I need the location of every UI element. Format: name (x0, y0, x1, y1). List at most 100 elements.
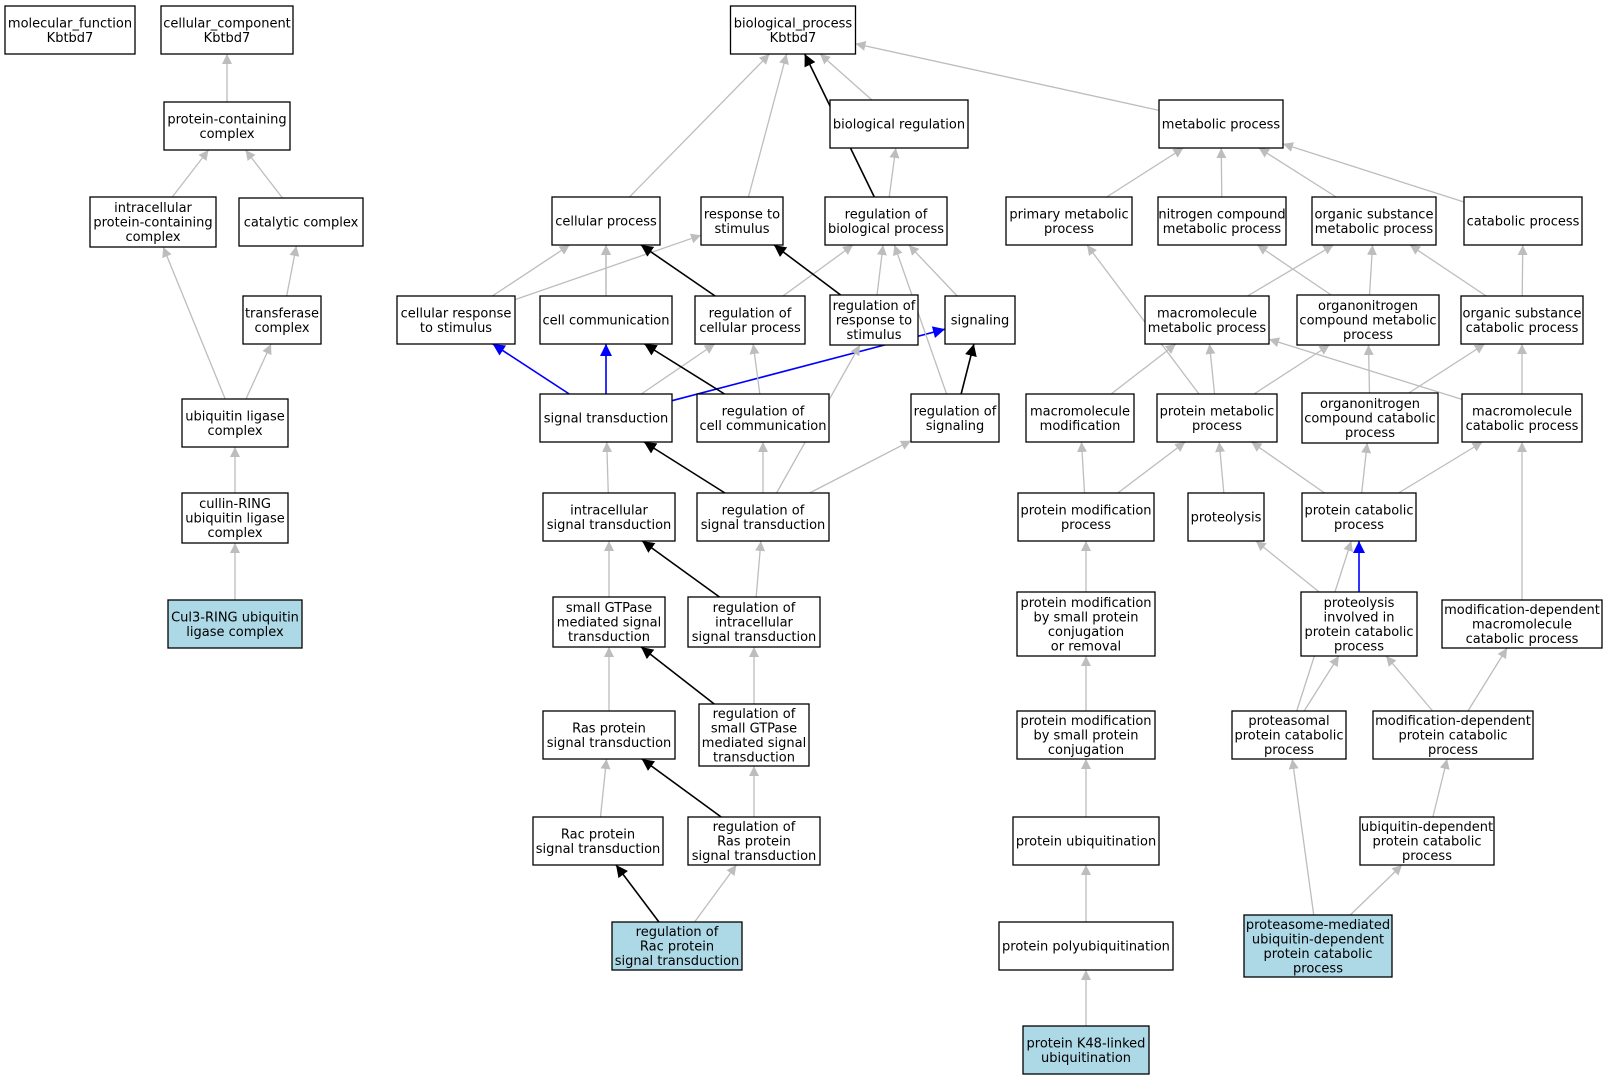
node-label-line: signal transduction (692, 630, 817, 645)
go-term-node-cellp[interactable]: cellular process (551, 196, 661, 246)
node-label-line: proteolysis (1191, 511, 1262, 526)
node-box (181, 398, 289, 448)
edge-st-to-crts (492, 343, 570, 395)
node-label-line: metabolic process (1148, 321, 1267, 336)
go-term-node-breg[interactable]: biological regulation (829, 99, 969, 149)
go-term-node-ccom[interactable]: cell communication (539, 295, 673, 345)
node-label-line: involved in (1323, 610, 1394, 625)
edge-trc-to-catc (286, 245, 300, 297)
edge-pmudp-to-udpcp (1349, 864, 1403, 916)
node-box (1016, 591, 1156, 657)
node-label-line: protein-containing (167, 112, 286, 127)
node-label-line: protein catabolic (1372, 835, 1481, 850)
node-label-line: cellular response (401, 306, 512, 321)
edge-rcp-to-cellp (640, 244, 716, 297)
node-label-line: transferase (245, 306, 319, 321)
node-box (1463, 196, 1583, 246)
node-label-line: process (1264, 743, 1314, 758)
node-box (687, 596, 821, 648)
node-box (1012, 816, 1160, 866)
edge-onccp-to-oncmp (1363, 344, 1374, 394)
node-label-line: Kbtbd7 (204, 31, 251, 46)
go-term-node-st[interactable]: signal transduction (539, 393, 673, 443)
edge-oncmp-to-osmp (1366, 244, 1377, 296)
node-box (1005, 196, 1133, 246)
edge-pmp-to-metp (1106, 147, 1184, 198)
node-box (1441, 599, 1603, 649)
go-term-node-catc[interactable]: catalytic complex (238, 197, 364, 247)
go-term-node-pmudp[interactable]: proteasome-mediatedubiquitin-dependentpr… (1243, 914, 1393, 978)
node-label-line: Rac protein (640, 940, 714, 955)
go-term-node-pubi[interactable]: protein ubiquitination (1012, 816, 1160, 866)
edge-pcp-to-onccp (1361, 442, 1372, 494)
node-box (829, 99, 969, 149)
node-label-line: process (1402, 849, 1452, 864)
node-label-line: small GTPase (711, 721, 797, 736)
go-term-node-metp[interactable]: metabolic process (1158, 99, 1284, 149)
node-box (1016, 710, 1156, 760)
edge-oscp-to-catp (1517, 244, 1528, 297)
node-label-line: to stimulus (420, 321, 492, 336)
edge-crts-to-cellp (492, 244, 570, 297)
edge-prmp-to-pmp (1086, 244, 1200, 395)
node-label-line: ubiquitin ligase (185, 409, 285, 424)
go-term-node-mdmcp[interactable]: modification-dependentmacromoleculecatab… (1441, 599, 1603, 649)
edge-ulc-to-ipcc (162, 246, 226, 400)
go-term-node-catp[interactable]: catabolic process (1463, 196, 1583, 246)
go-term-node-sig[interactable]: signaling (944, 295, 1016, 345)
node-label-line: protein catabolic (1398, 729, 1507, 744)
go-term-node-ppubi[interactable]: protein polyubiquitination (998, 921, 1174, 971)
node-label-line: ubiquitin ligase (185, 512, 285, 527)
node-label-line: signal transduction (547, 518, 672, 533)
go-term-node-prot[interactable]: proteolysis (1187, 492, 1265, 542)
node-box (1301, 492, 1417, 542)
node-box (4, 5, 136, 55)
node-label-line: stimulus (846, 328, 901, 343)
node-label-line: process (1044, 222, 1094, 237)
